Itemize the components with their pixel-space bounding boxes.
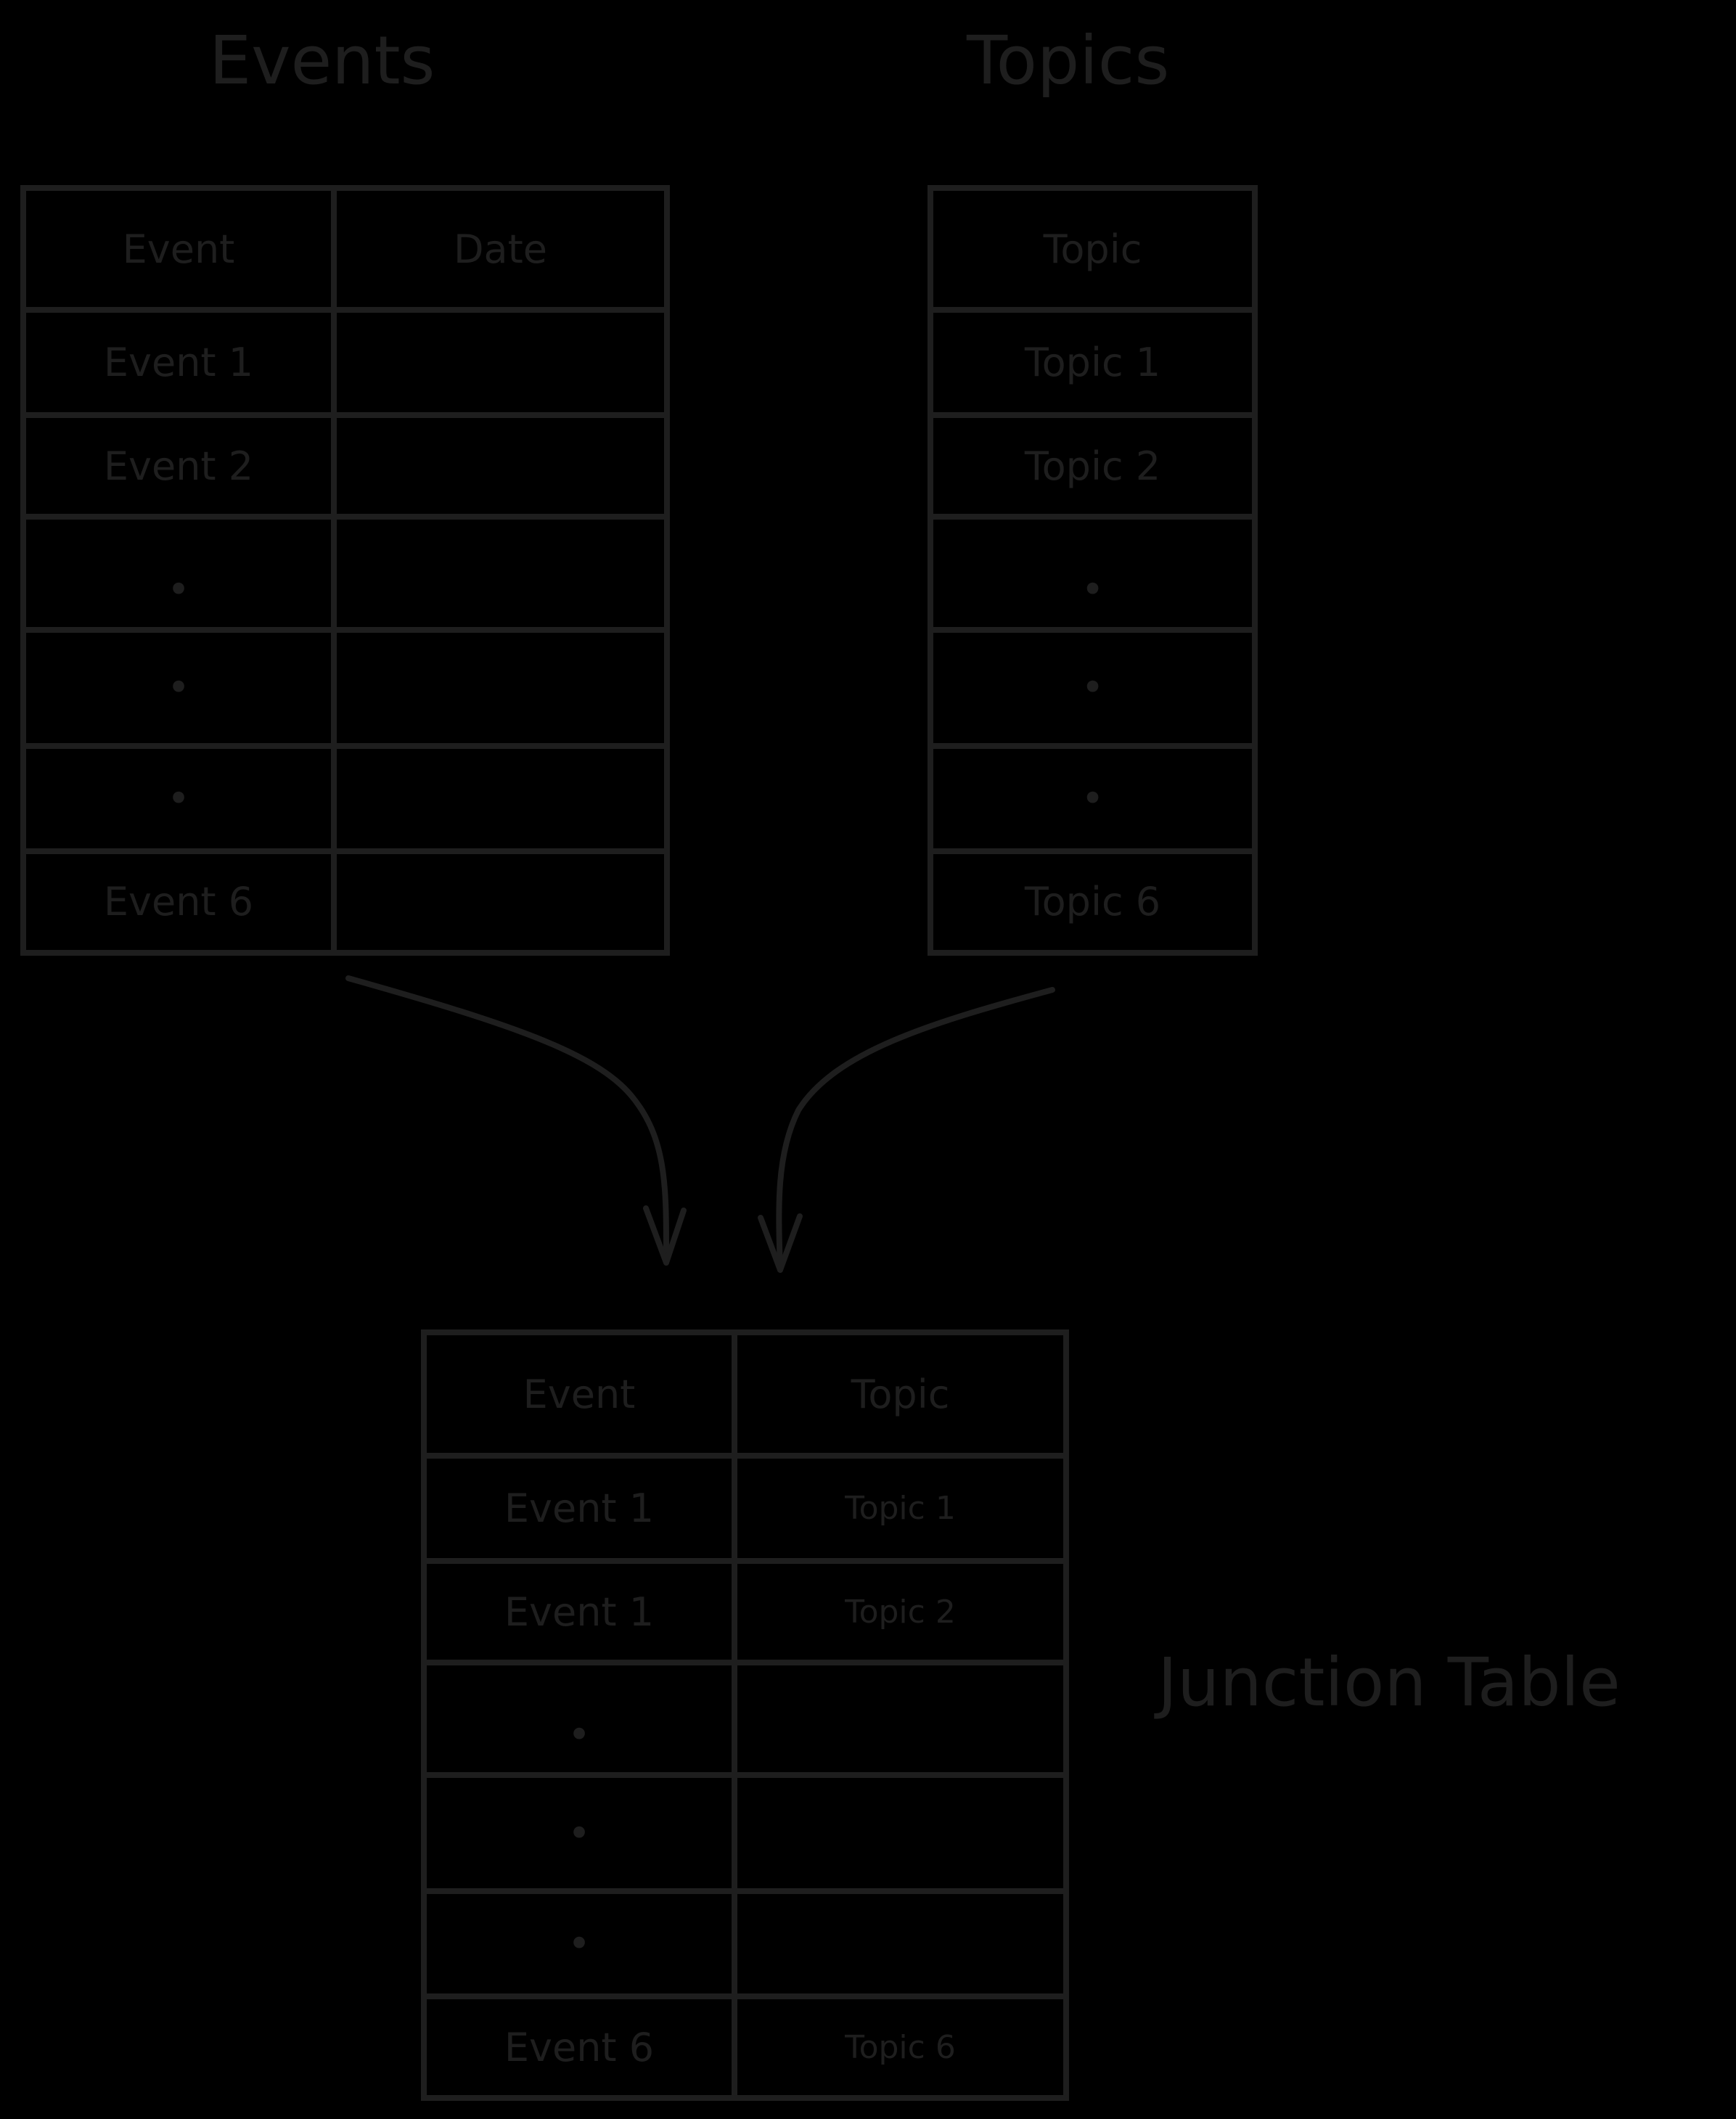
arrow-topics-to-junction (776, 987, 1055, 1273)
table-row: • (928, 742, 1258, 854)
header-topic: Topic (732, 1329, 1069, 1459)
arrow-head-right (758, 1213, 803, 1273)
header-event: Event (20, 184, 337, 313)
arrow-head-left (643, 1205, 687, 1266)
table-row: • (928, 514, 1258, 633)
topics-title: Topics (967, 22, 1170, 99)
table-row: Topic 2 (928, 412, 1258, 520)
table-row: Event 2 (20, 412, 670, 520)
table-row: • (421, 1888, 1069, 1999)
junction-table-title: Junction Table (1158, 1644, 1621, 1721)
header-date: Date (331, 184, 670, 313)
header-event: Event (421, 1329, 737, 1459)
table-row: Topic 6 (928, 848, 1258, 956)
topics-table: Topic Topic 1 Topic 2 • • • Topic 6 (928, 184, 1258, 956)
table-row: Event 6 (20, 848, 670, 956)
table-row: Event 1 (20, 307, 670, 419)
table-row: • (421, 1772, 1069, 1894)
header-topic: Topic (928, 184, 1258, 313)
table-row: Topic 1 (928, 307, 1258, 419)
table-row: • (20, 626, 670, 749)
table-row: • (20, 514, 670, 633)
table-row: • (928, 626, 1258, 749)
arrow-events-to-junction (345, 975, 670, 1266)
table-row: • (421, 1660, 1069, 1778)
table-row: • (20, 742, 670, 854)
events-title: Events (209, 22, 435, 99)
